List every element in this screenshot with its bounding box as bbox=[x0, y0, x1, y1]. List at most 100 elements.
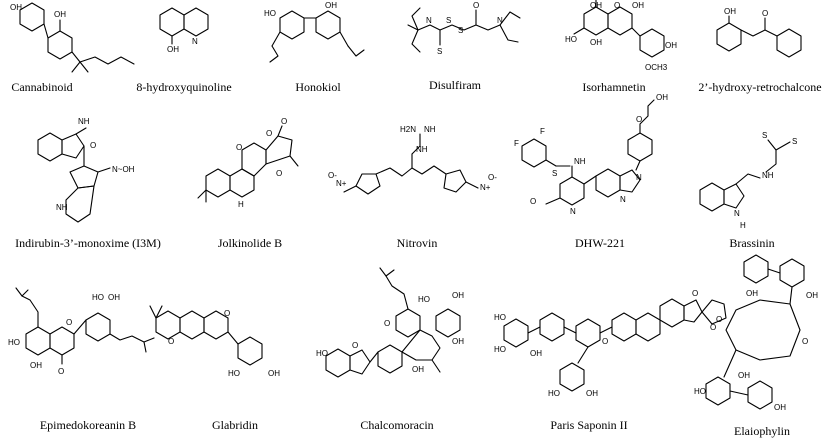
n-label: N bbox=[620, 195, 626, 204]
o-minus-label: O- bbox=[488, 173, 497, 182]
ho-label: HO bbox=[92, 293, 104, 302]
oh-label: OH bbox=[167, 45, 179, 54]
isorhamnetin-structure: OH O OH HO OH OH OCH3 bbox=[565, 0, 677, 72]
nh-label: NH bbox=[78, 117, 90, 126]
oh-label: OH bbox=[746, 289, 758, 298]
n-label: N bbox=[636, 173, 642, 182]
jolkinolide-structure: O O O O H bbox=[197, 117, 299, 209]
o-label: O bbox=[236, 143, 242, 152]
o-label: O bbox=[636, 115, 642, 124]
n-plus-label: N+ bbox=[336, 179, 347, 188]
oh-label: OH bbox=[30, 361, 42, 370]
o-label: O bbox=[710, 323, 716, 332]
paris-saponin-structure: HO HO OH HO OH O O O bbox=[494, 289, 727, 398]
indirubin-monoxime-structure: NH O N~OH NH bbox=[37, 117, 135, 223]
o-label: O bbox=[66, 318, 72, 327]
oh-label: OH bbox=[268, 369, 280, 378]
caption-8-hydroxyquinoline: 8-hydroxyquinoline bbox=[136, 80, 232, 94]
oh-label: OH bbox=[108, 293, 120, 302]
n-label: N bbox=[192, 37, 198, 46]
h2n-label: H2N bbox=[400, 125, 416, 134]
ho-label: HO bbox=[494, 345, 506, 354]
oh-label: OH bbox=[452, 337, 464, 346]
n-label: N bbox=[426, 16, 432, 25]
caption-retrochalcone: 2’-hydroxy-retrochalcone bbox=[698, 80, 822, 94]
caption-glabridin: Glabridin bbox=[212, 418, 258, 432]
nh-label: NH bbox=[416, 145, 428, 154]
ho-label: HO bbox=[694, 387, 706, 396]
ho-label: HO bbox=[228, 369, 240, 378]
s-label: S bbox=[446, 16, 451, 25]
o-label: O bbox=[266, 129, 272, 138]
s-label: S bbox=[458, 26, 463, 35]
cannabinoid-structure: OH OH bbox=[10, 2, 135, 73]
o-label: O bbox=[276, 169, 282, 178]
caption-epimedokoreanin-b: Epimedokoreanin B bbox=[39, 418, 137, 432]
o-label: O bbox=[530, 197, 536, 206]
s-label: S bbox=[552, 169, 557, 178]
h-label: H bbox=[740, 221, 746, 230]
o-minus-label: O- bbox=[328, 171, 337, 180]
n-label: N bbox=[734, 209, 740, 218]
s-label: S bbox=[792, 137, 797, 146]
o-label: O bbox=[168, 337, 174, 346]
oh-label: OH bbox=[54, 10, 66, 19]
caption-isorhamnetin: Isorhamnetin bbox=[582, 80, 646, 94]
n-label: N bbox=[570, 207, 576, 216]
caption-elaiophylin: Elaiophylin bbox=[734, 424, 790, 438]
caption-disulfiram: Disulfiram bbox=[429, 78, 481, 92]
glabridin-structure: O O HO OH bbox=[149, 305, 280, 378]
nh-label: NH bbox=[762, 171, 774, 180]
caption-brassinin: Brassinin bbox=[729, 236, 775, 250]
o-label: O bbox=[473, 1, 479, 10]
ho-label: HO bbox=[494, 313, 506, 322]
ho-label: HO bbox=[548, 389, 560, 398]
caption-paris-saponin-ii: Paris Saponin II bbox=[550, 418, 628, 432]
s-label: S bbox=[762, 131, 767, 140]
oh-label: OH bbox=[774, 403, 786, 412]
honokiol-structure: HO OH bbox=[264, 1, 365, 63]
nitrovin-structure: H2N NH NH N+ O- N+ O- bbox=[328, 125, 497, 195]
h-label: H bbox=[238, 200, 244, 209]
n-label: N bbox=[497, 16, 503, 25]
caption-cannabinoid: Cannabinoid bbox=[11, 80, 73, 94]
oh-label: OH bbox=[738, 371, 750, 380]
o-label: O bbox=[614, 1, 620, 10]
ho-label: HO bbox=[418, 295, 430, 304]
o-label: O bbox=[692, 289, 698, 298]
hydroxyquinoline-structure: OH N bbox=[159, 7, 209, 54]
retrochalcone-structure: OH O bbox=[716, 7, 802, 58]
ho-label: HO bbox=[8, 338, 20, 347]
o-label: O bbox=[58, 367, 64, 376]
f-label: F bbox=[514, 139, 519, 148]
o-label: O bbox=[602, 337, 608, 346]
ho-label: HO bbox=[565, 35, 577, 44]
f-label: F bbox=[540, 127, 545, 136]
oh-label: OH bbox=[806, 291, 818, 300]
caption-chalcomoracin: Chalcomoracin bbox=[360, 418, 434, 432]
oh-label: OH bbox=[590, 38, 602, 47]
caption-honokiol: Honokiol bbox=[295, 80, 341, 94]
caption-jolkinolide-b: Jolkinolide B bbox=[217, 236, 283, 250]
n-oh-label: N~OH bbox=[112, 165, 135, 174]
caption-indirubin-monoxime: Indirubin-3’-monoxime (I3M) bbox=[15, 236, 161, 250]
och3-label: OCH3 bbox=[645, 63, 668, 72]
o-label: O bbox=[384, 319, 390, 328]
dhw221-structure: F F S NH O N N N O OH bbox=[514, 93, 668, 216]
o-label: O bbox=[716, 315, 722, 324]
oh-label: OH bbox=[665, 41, 677, 50]
nh-label: NH bbox=[424, 125, 436, 134]
oh-label: OH bbox=[586, 389, 598, 398]
oh-label: OH bbox=[632, 1, 644, 10]
oh-label: OH bbox=[530, 349, 542, 358]
s-label: S bbox=[437, 47, 442, 56]
ho-label: HO bbox=[264, 9, 276, 18]
caption-dhw-221: DHW-221 bbox=[575, 236, 625, 250]
oh-label: OH bbox=[656, 93, 668, 102]
o-label: O bbox=[281, 117, 287, 126]
ho-label: HO bbox=[316, 349, 328, 358]
oh-label: OH bbox=[724, 7, 736, 16]
oh-label: OH bbox=[452, 291, 464, 300]
